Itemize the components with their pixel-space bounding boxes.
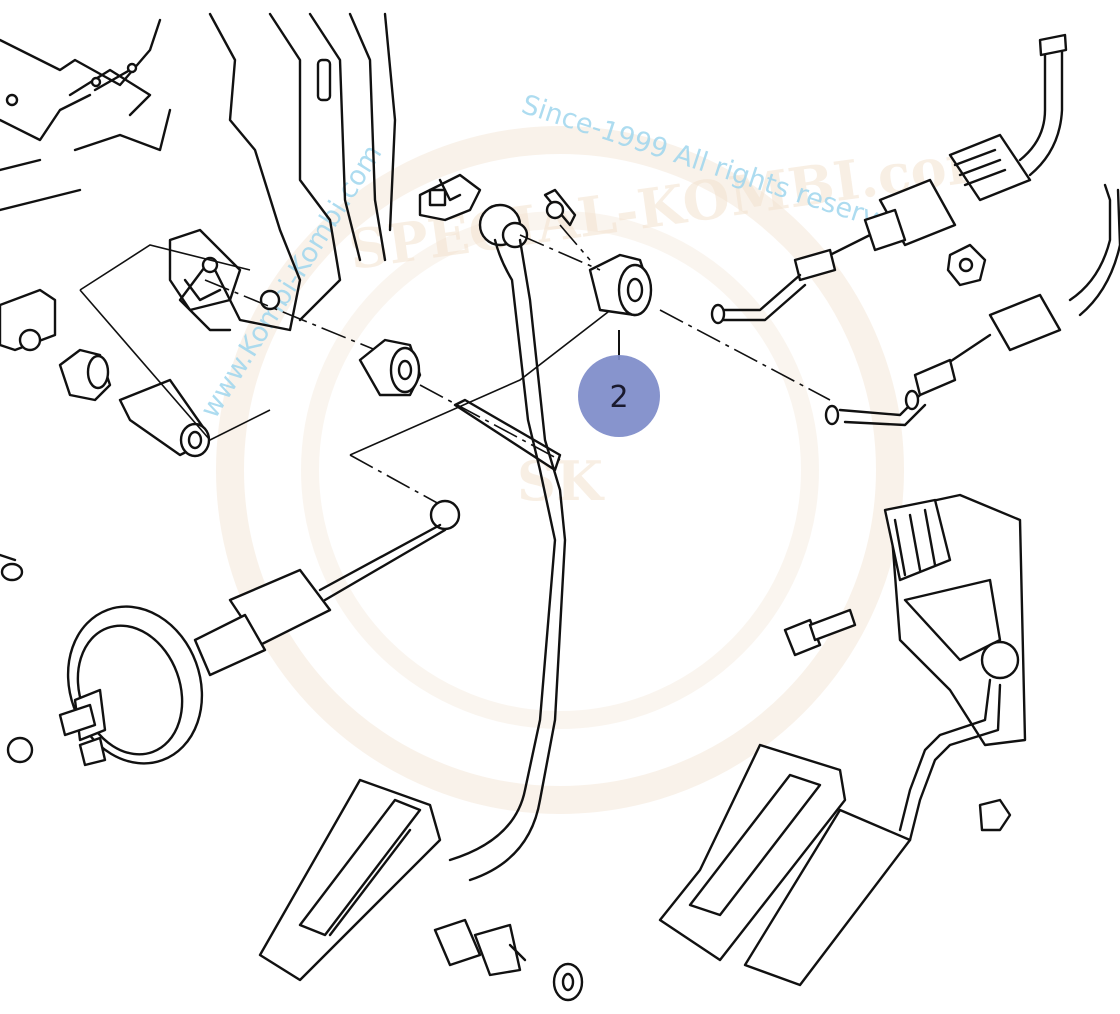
- watermark: SK SPECIAL-KOMBI.com www.Kombi-Kombi.com…: [195, 89, 1007, 814]
- clutch-pedal: [258, 203, 567, 982]
- watermark-url: www.Kombi-Kombi.com: [195, 139, 389, 423]
- brake-pedal-bushing: [519, 188, 831, 401]
- left-bushings: [0, 244, 401, 458]
- retaining-clip: [418, 173, 482, 222]
- watermark-inner-ring: [301, 211, 819, 729]
- callout-2-badge[interactable]: [578, 355, 660, 437]
- callout-2[interactable]: 2: [578, 330, 660, 437]
- clutch-cylinder: [0, 499, 461, 767]
- mounting-bracket: [0, 12, 397, 332]
- bottom-fasteners: [433, 918, 584, 1002]
- accelerator-pedal: [658, 493, 1027, 987]
- pivot-bushing: [349, 294, 631, 511]
- callout-2-number: 2: [609, 380, 628, 415]
- watermark-ring: [216, 126, 904, 814]
